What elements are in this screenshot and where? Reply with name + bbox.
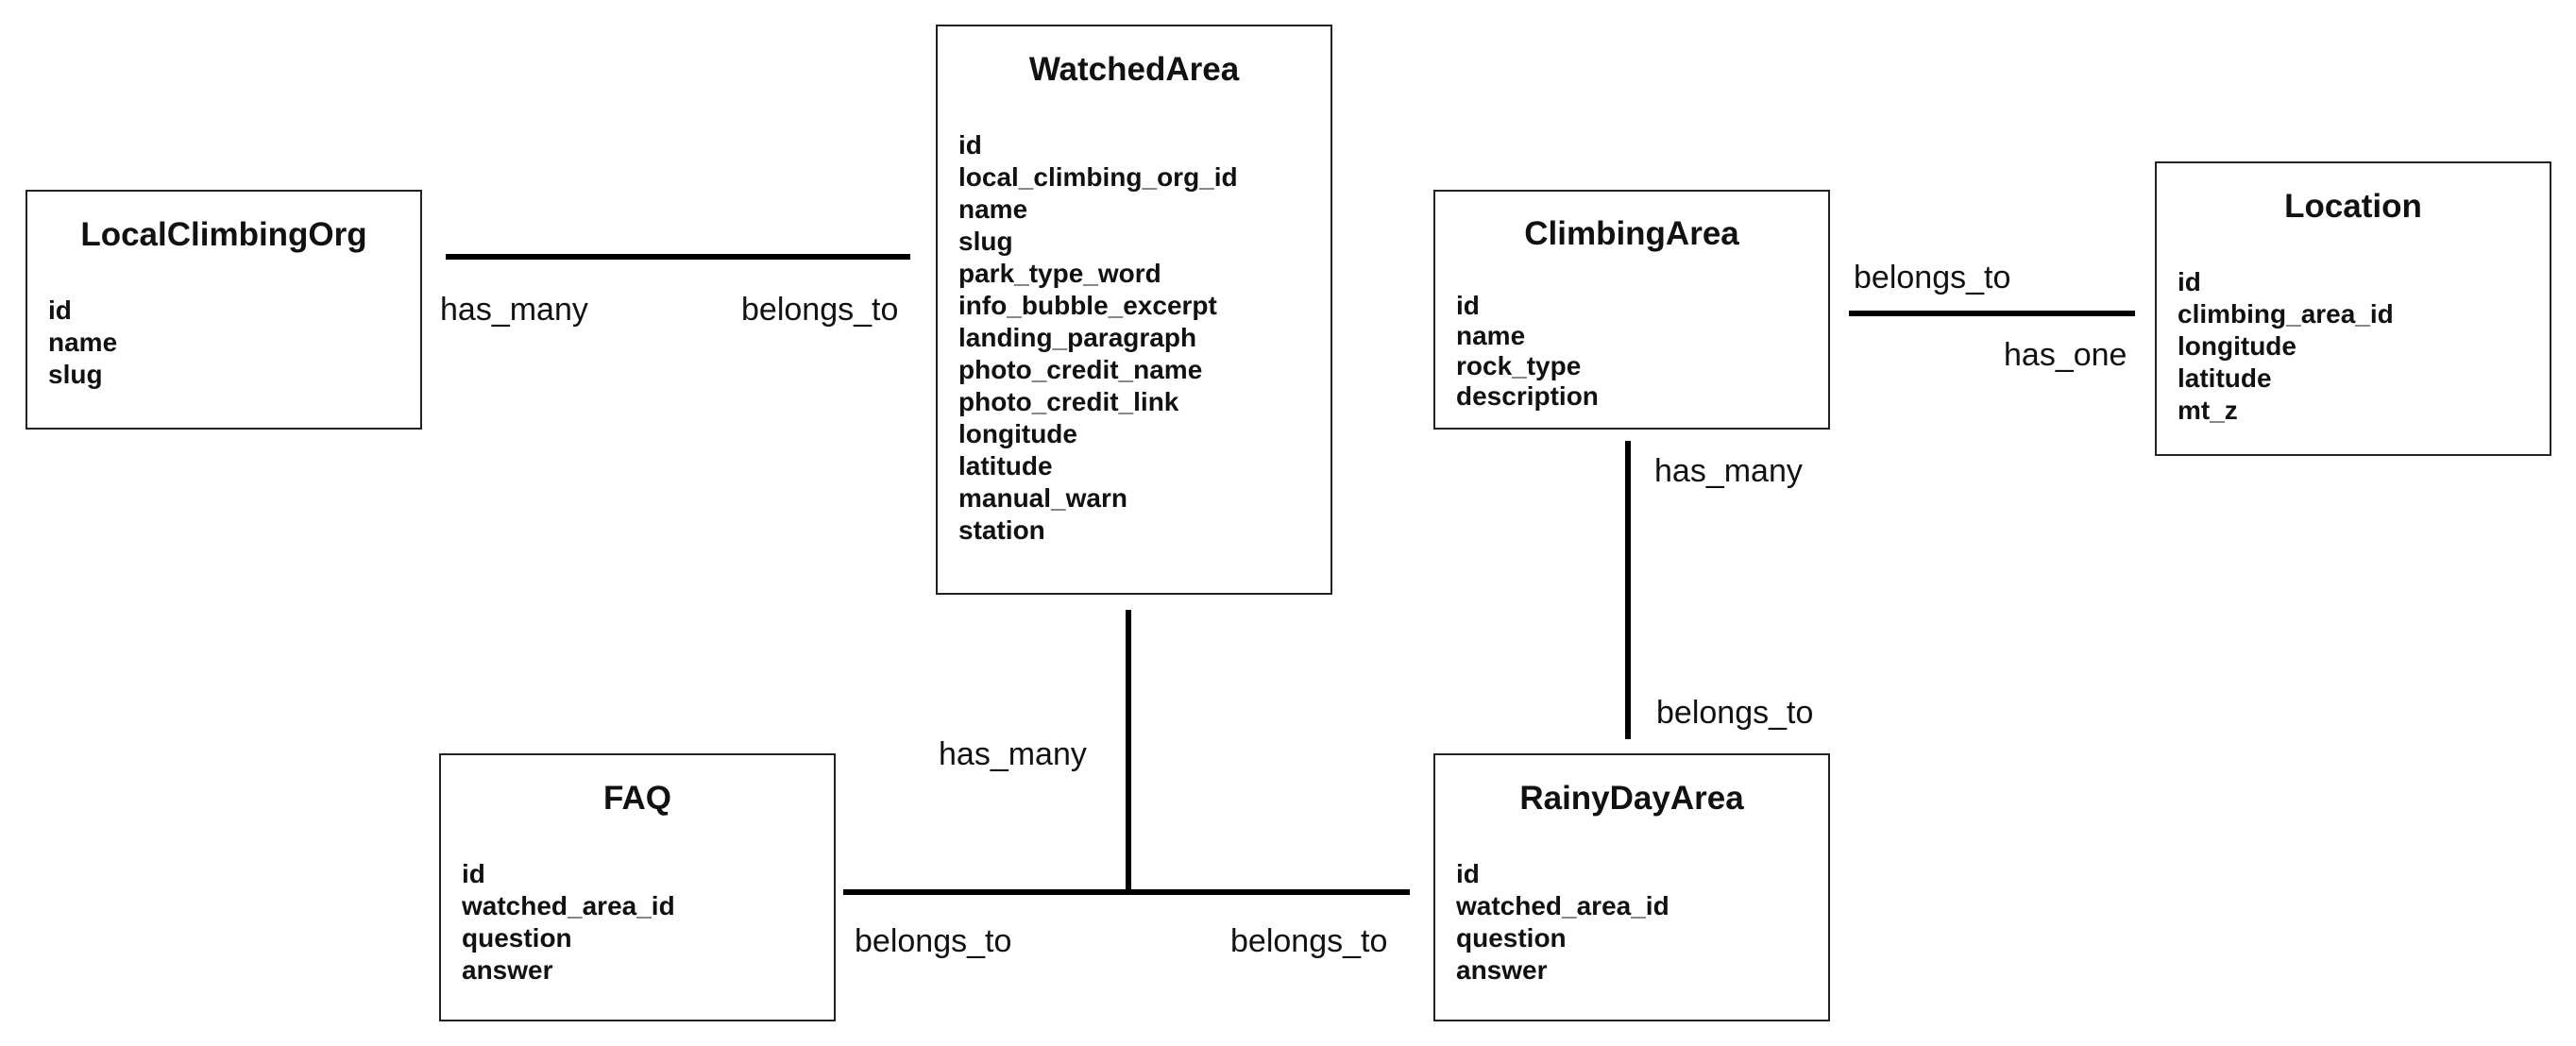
field-list: id local_climbing_org_id name slug park_…	[958, 129, 1238, 547]
field: slug	[48, 360, 103, 389]
field: climbing_area_id	[2178, 299, 2394, 329]
connector-climbing-location	[1849, 311, 2135, 316]
connector-climbing-rainy	[1625, 441, 1631, 739]
connector-watched-horizontal	[843, 889, 1410, 895]
entity-title: Location	[2284, 188, 2422, 225]
field: local_climbing_org_id	[958, 162, 1238, 192]
field: question	[1456, 923, 1567, 953]
field: landing_paragraph	[958, 323, 1197, 352]
field: mt_z	[2178, 396, 2238, 425]
label-rainy-belongs-to-watched: belongs_to	[1230, 923, 1388, 959]
entity-title: ClimbingArea	[1524, 215, 1739, 252]
field: watched_area_id	[462, 891, 675, 920]
label-rainy-belongs-to-climbing: belongs_to	[1656, 695, 1814, 731]
field: name	[1456, 321, 1526, 350]
field: slug	[958, 227, 1013, 256]
field: longitude	[2178, 331, 2296, 361]
field: name	[48, 328, 118, 357]
field: latitude	[2178, 363, 2272, 393]
field: info_bubble_excerpt	[958, 291, 1217, 320]
entity-climbing-area: ClimbingArea id name rock_type descripti…	[1433, 190, 1830, 430]
label-location-has-one: has_one	[2004, 337, 2127, 373]
label-climbing-belongs-to-location: belongs_to	[1854, 260, 2011, 295]
field: photo_credit_link	[958, 387, 1179, 416]
field-list: id name slug	[48, 295, 117, 391]
field: answer	[1456, 955, 1548, 985]
entity-title: RainyDayArea	[1519, 780, 1744, 817]
entity-title: LocalClimbingOrg	[80, 216, 367, 253]
label-faq-belongs-to: belongs_to	[855, 923, 1012, 959]
connector-org-watched	[446, 254, 910, 260]
field: manual_warn	[958, 483, 1127, 513]
field: id	[1456, 291, 1480, 320]
field: photo_credit_name	[958, 355, 1203, 384]
field: watched_area_id	[1456, 891, 1669, 920]
entity-rainy-day-area: RainyDayArea id watched_area_id question…	[1433, 753, 1830, 1021]
label-watched-belongs-to-org: belongs_to	[741, 292, 899, 328]
field: park_type_word	[958, 259, 1161, 288]
field: question	[462, 923, 572, 953]
entity-title: FAQ	[603, 780, 671, 817]
field: rock_type	[1456, 351, 1582, 380]
field-list: id climbing_area_id longitude latitude m…	[2178, 266, 2394, 427]
field: id	[958, 130, 982, 160]
connector-watched-vertical	[1126, 610, 1131, 895]
field: id	[1456, 859, 1480, 888]
field-list: id watched_area_id question answer	[462, 858, 675, 987]
field: description	[1456, 381, 1599, 411]
field-list: id watched_area_id question answer	[1456, 858, 1669, 987]
field: id	[462, 859, 485, 888]
field: id	[48, 295, 72, 325]
label-climbing-has-many: has_many	[1654, 453, 1803, 489]
entity-watched-area: WatchedArea id local_climbing_org_id nam…	[936, 25, 1332, 595]
label-org-has-many: has_many	[440, 292, 588, 328]
field: station	[958, 515, 1045, 545]
entity-faq: FAQ id watched_area_id question answer	[439, 753, 836, 1021]
field-list: id name rock_type description	[1456, 291, 1599, 412]
field: name	[958, 194, 1028, 224]
field: answer	[462, 955, 553, 985]
field: longitude	[958, 419, 1077, 448]
entity-title: WatchedArea	[1028, 51, 1240, 88]
field: id	[2178, 267, 2201, 296]
label-watched-has-many: has_many	[939, 736, 1087, 772]
entity-location: Location id climbing_area_id longitude l…	[2155, 161, 2551, 456]
entity-local-climbing-org: LocalClimbingOrg id name slug	[25, 190, 422, 430]
field: latitude	[958, 451, 1053, 481]
